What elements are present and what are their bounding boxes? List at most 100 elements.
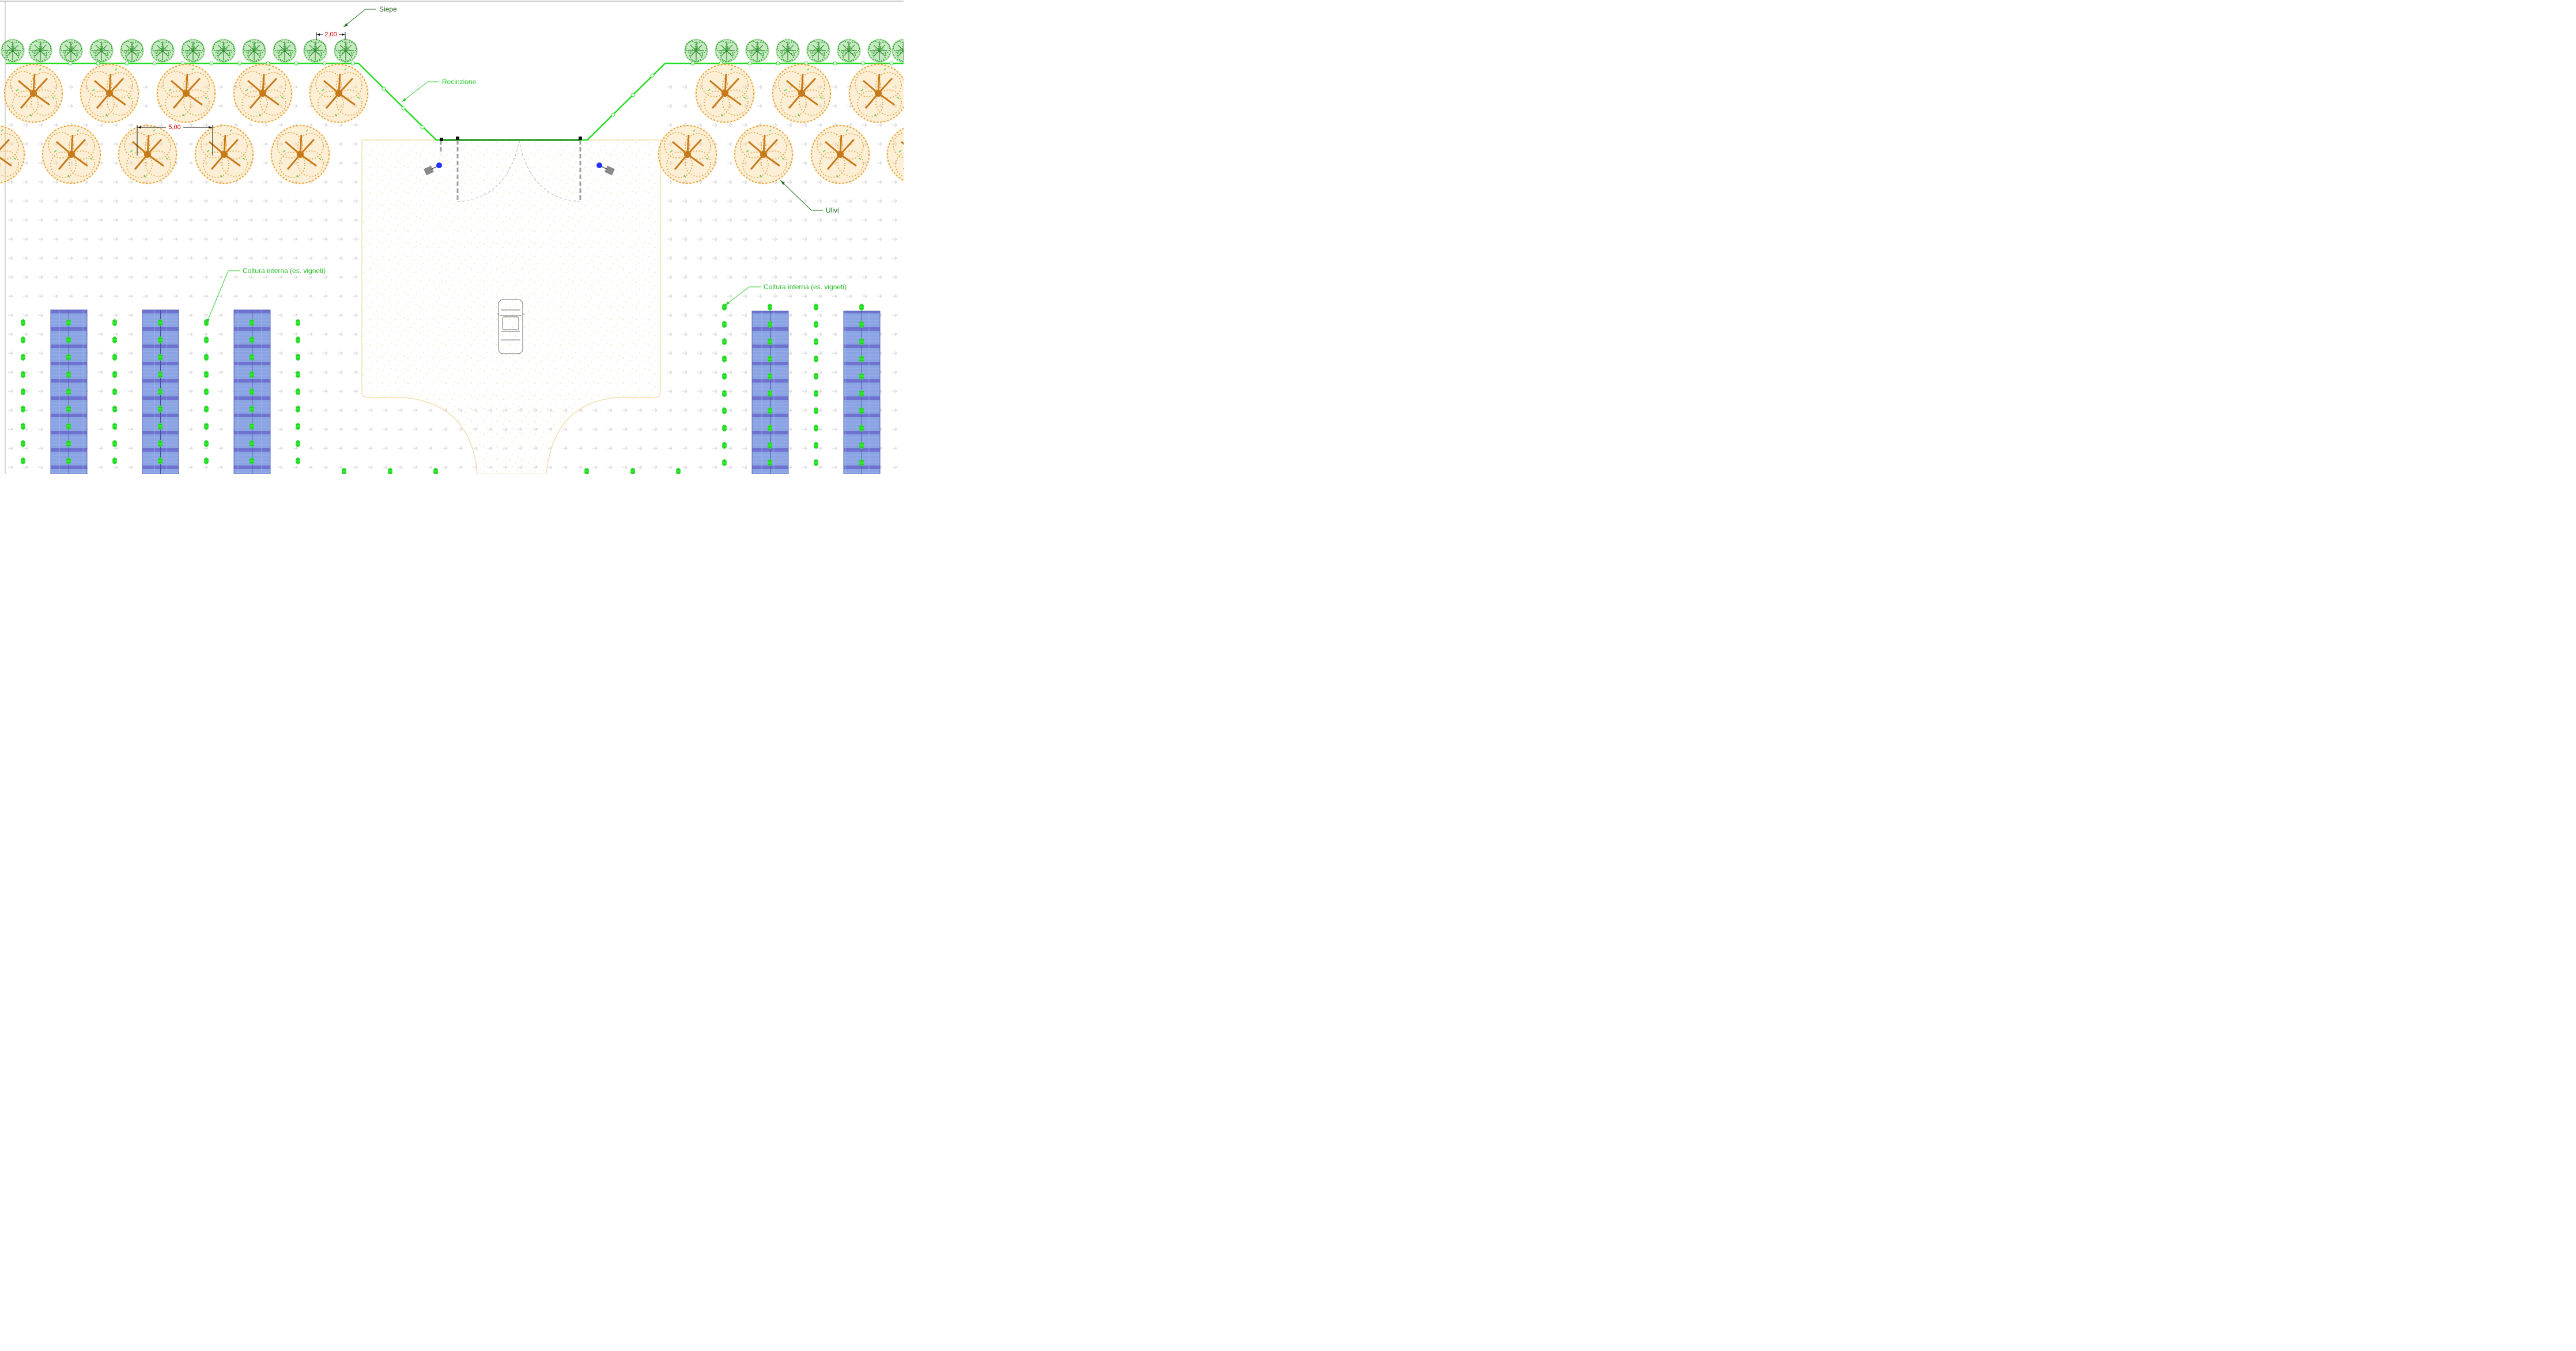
hedge-shrub-icon: [775, 38, 800, 63]
vine-plant-icon: [66, 388, 71, 396]
vine-plant-icon: [813, 407, 819, 415]
vine-plant-icon: [722, 407, 727, 415]
hedge-shrub-icon: [867, 38, 892, 63]
label-recinzione: Recinzione: [442, 78, 477, 86]
vine-plant-icon: [722, 355, 727, 363]
dimension-olive-spacing: 5,00: [137, 123, 213, 156]
vine-plant-icon: [813, 303, 819, 311]
olive-spacing-value: 5,00: [168, 124, 180, 131]
vine-plant-icon: [203, 336, 209, 344]
vine-plant-icon: [295, 457, 301, 465]
olive-tree-icon: [656, 123, 719, 186]
vine-plant-icon: [112, 405, 118, 413]
olive-tree-icon: [809, 123, 871, 186]
vine-plant-icon: [157, 405, 163, 413]
camera-icon: [424, 162, 442, 176]
olive-tree-icon: [732, 123, 795, 186]
vine-plant-icon: [66, 405, 71, 413]
gate-swing: [457, 141, 581, 202]
vine-plant-icon: [813, 424, 819, 432]
vine-plant-icon: [112, 353, 118, 361]
vine-plant-icon: [767, 338, 773, 346]
vine-plant-icon: [767, 320, 773, 328]
vine-plant-icon: [859, 459, 864, 467]
olive-tree-icon: [193, 123, 255, 186]
vine-plant-icon: [722, 372, 727, 380]
leader-coltura-left: Coltura interna (es. vigneti): [206, 267, 326, 324]
hedge-shrub-icon: [0, 38, 25, 63]
vine-plant-icon: [66, 353, 71, 361]
hedge-shrub-icon: [836, 38, 862, 63]
vine-plant-icon: [813, 459, 819, 467]
vine-plant-icon: [813, 338, 819, 346]
vine-plant-icon: [859, 303, 864, 311]
vine-plant-icon: [722, 459, 727, 467]
vine-plant-icon: [112, 370, 118, 379]
leader-coltura-right: Coltura interna (es. vigneti): [724, 283, 847, 306]
hedge-shrub-icon: [272, 38, 297, 63]
vine-plant-icon: [157, 336, 163, 344]
vine-plant-icon: [112, 422, 118, 430]
vine-plant-icon: [157, 422, 163, 430]
vine-plant-icon: [157, 370, 163, 379]
vine-plant-icon: [203, 422, 209, 430]
hedge-shrub-icon: [241, 38, 267, 63]
label-ulivi: Ulivi: [826, 206, 839, 214]
vine-plant-icon: [295, 388, 301, 396]
hedge-shrub-icon: [150, 38, 175, 63]
vine-plant-icon: [157, 353, 163, 361]
olive-tree-icon: [2, 62, 65, 124]
vine-plant-icon: [859, 355, 864, 363]
vine-plant-icon: [859, 424, 864, 432]
hedge-shrub-icon: [891, 38, 904, 63]
vine-plant-icon: [203, 440, 209, 448]
vine-plant-icon: [767, 355, 773, 363]
vine-plant-icon: [203, 405, 209, 413]
olive-tree-icon: [155, 62, 217, 124]
vine-plant-icon: [859, 320, 864, 328]
vine-plant-icon: [157, 440, 163, 448]
vine-plant-icon: [767, 407, 773, 415]
vine-plant-icon: [112, 336, 118, 344]
vine-plant-icon: [767, 389, 773, 398]
entrance-yard: [361, 139, 661, 474]
vine-plant-icon: [157, 319, 163, 327]
olive-tree-icon: [40, 123, 103, 186]
vine-plant-icon: [20, 336, 26, 344]
hedge-shrub-icon: [683, 38, 709, 63]
vine-plant-icon: [112, 319, 118, 327]
vine-plant-icon: [249, 440, 255, 448]
dimension-hedge-spacing: 2,00: [316, 30, 346, 40]
vine-plant-icon: [20, 319, 26, 327]
vine-plant-icon: [20, 353, 26, 361]
olive-tree-icon: [770, 62, 833, 124]
olive-tree-icon: [269, 123, 331, 186]
hedge-shrub-icon: [119, 38, 145, 63]
vine-plant-icon: [813, 355, 819, 363]
vine-plant-icon: [813, 389, 819, 398]
vine-plant-icon: [249, 388, 255, 396]
vine-plant-icon: [722, 338, 727, 346]
vine-plant-icon: [20, 457, 26, 465]
gate-post-left: [440, 140, 459, 202]
hedge-shrub-icon: [89, 38, 114, 63]
vine-plant-icon: [295, 336, 301, 344]
olive-tree-icon: [116, 123, 179, 186]
vine-plant-icon: [249, 405, 255, 413]
vine-plant-icon: [295, 405, 301, 413]
vine-plant-icon: [813, 320, 819, 328]
vine-plant-icon: [249, 422, 255, 430]
vine-plant-icon: [295, 370, 301, 379]
hedge-shrub-icon: [333, 38, 358, 63]
vine-plant-icon: [66, 440, 71, 448]
vine-plant-icon: [722, 441, 727, 449]
label-coltura-right: Coltura interna (es. vigneti): [764, 283, 847, 291]
hedge-shrub-icon: [28, 38, 53, 63]
car-icon: [497, 299, 524, 354]
vine-plant-icon: [20, 405, 26, 413]
vine-plant-icon: [295, 440, 301, 448]
vine-plant-icon: [66, 319, 71, 327]
vine-plant-icon: [249, 353, 255, 361]
olive-tree-icon: [694, 62, 756, 124]
label-siepe: Siepe: [379, 5, 397, 13]
